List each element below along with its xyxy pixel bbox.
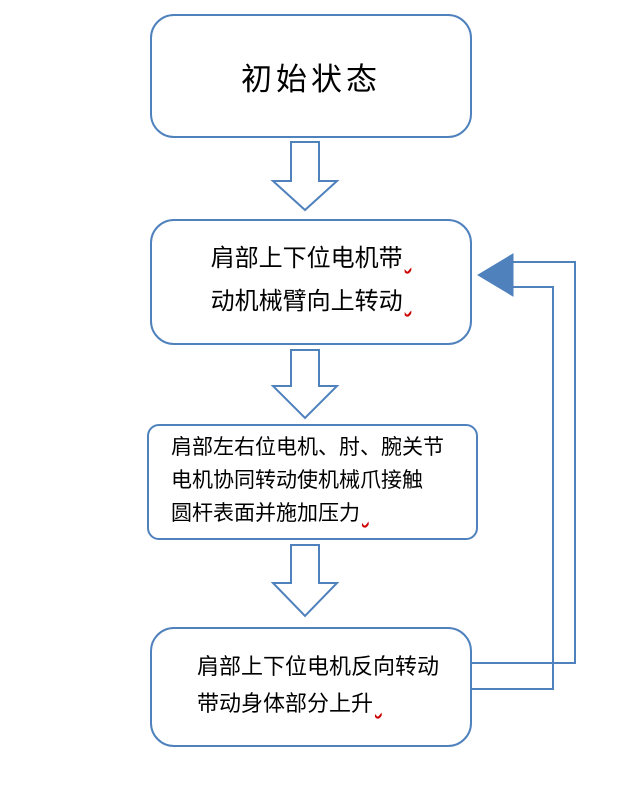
flowchart-node-step1: 肩部上下位电机带 动机械臂向上转动 (150, 219, 472, 345)
down-block-arrow-1 (270, 141, 340, 212)
node-step3-line1: 肩部上下位电机反向转动 (197, 654, 440, 679)
proofing-squiggle (405, 255, 412, 269)
node-step1-line2: 动机械臂向上转动 (210, 288, 403, 315)
node-step2-line3: 圆杆表面并施加压力 (171, 502, 360, 525)
node-step3-line2: 带动身体部分上升 (197, 691, 374, 716)
feedback-arrowhead-icon (477, 253, 514, 297)
down-block-arrow-3 (270, 544, 340, 618)
flowchart-node-step2: 肩部左右位电机、肘、腕关节 电机协同转动使机械爪接触 圆杆表面并施加压力 (147, 424, 478, 540)
node-start-label: 初始状态 (241, 61, 381, 97)
flowchart-node-start: 初始状态 (150, 14, 472, 138)
flowchart-node-step3: 肩部上下位电机反向转动 带动身体部分上升 (150, 627, 472, 747)
down-block-arrow-2 (270, 349, 340, 420)
proofing-squiggle (375, 700, 382, 714)
feedback-connector-inner (472, 286, 554, 690)
node-step2-line1: 肩部左右位电机、肘、腕关节 (171, 436, 444, 459)
node-step2-line2: 电机协同转动使机械爪接触 (171, 469, 423, 492)
node-step1-line1: 肩部上下位电机带 (210, 245, 403, 272)
feedback-connector-outer (472, 261, 576, 664)
proofing-squiggle (405, 298, 412, 312)
proofing-squiggle (362, 509, 369, 523)
